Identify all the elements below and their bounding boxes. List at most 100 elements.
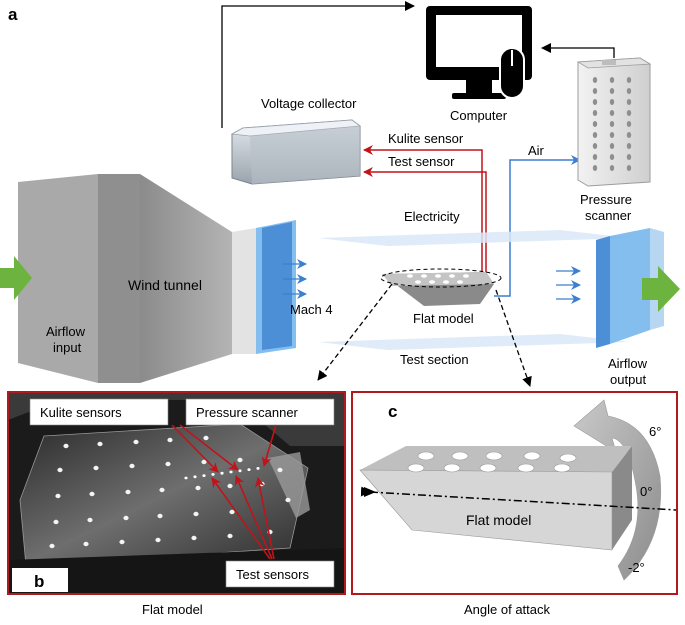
plate-port bbox=[125, 489, 131, 495]
scanner-port bbox=[592, 121, 598, 127]
wind-tunnel bbox=[18, 174, 296, 383]
plate-port bbox=[165, 461, 171, 467]
scanner-port bbox=[592, 143, 598, 149]
plate-port bbox=[191, 535, 197, 541]
plate-port bbox=[193, 511, 199, 517]
plate-port bbox=[184, 476, 188, 480]
model-port bbox=[429, 280, 435, 284]
axis-arrowhead bbox=[364, 487, 376, 497]
scanner-port bbox=[592, 132, 598, 138]
plate-port bbox=[133, 439, 139, 445]
scanner-port bbox=[626, 154, 632, 160]
block-port bbox=[407, 463, 425, 473]
block-port bbox=[417, 451, 435, 461]
test-sensor-arrow bbox=[363, 167, 487, 285]
zero-angle-axis bbox=[360, 486, 677, 511]
panel-b-caption: Flat model bbox=[142, 602, 203, 617]
scanner-port bbox=[609, 132, 615, 138]
plate-port bbox=[87, 517, 93, 523]
leader-to-panel-b bbox=[317, 283, 393, 381]
plate-port bbox=[97, 441, 103, 447]
test-section-upper-plane bbox=[318, 230, 630, 246]
plate-port bbox=[195, 485, 201, 491]
scanner-port bbox=[592, 88, 598, 94]
kulite-sensors-label: Kulite sensors bbox=[40, 405, 122, 420]
air-line bbox=[494, 155, 581, 297]
model-port bbox=[421, 274, 427, 278]
model-port bbox=[407, 274, 413, 278]
scanner-port bbox=[609, 88, 615, 94]
test-section-label: Test section bbox=[400, 352, 469, 367]
airflow-input-label-2: input bbox=[53, 340, 82, 355]
model-port bbox=[449, 274, 455, 278]
plate-port bbox=[83, 541, 89, 547]
airflow-input-label-1: Airflow bbox=[46, 324, 86, 339]
computer-icon bbox=[426, 6, 532, 99]
block-port bbox=[485, 451, 503, 461]
test-sensor-label: Test sensor bbox=[388, 154, 455, 169]
scanner-port bbox=[626, 110, 632, 116]
voltage-collector-box bbox=[230, 119, 362, 185]
airflow-output-arrow bbox=[642, 266, 680, 312]
plate-port bbox=[63, 443, 69, 449]
plate-port bbox=[277, 467, 283, 473]
plate-port bbox=[129, 463, 135, 469]
plate-port bbox=[238, 469, 242, 473]
plate-port bbox=[157, 513, 163, 519]
block-port bbox=[443, 463, 461, 473]
pressure-scanner-ports bbox=[592, 77, 632, 171]
model-port bbox=[415, 280, 421, 284]
test-sensors-callout bbox=[225, 560, 335, 588]
test-section-lower-plane bbox=[318, 334, 630, 350]
scanner-port bbox=[609, 77, 615, 83]
block-port bbox=[559, 453, 577, 463]
pressure-scanner-label-1: Pressure bbox=[580, 192, 632, 207]
plate-port bbox=[193, 475, 197, 479]
block-port bbox=[553, 463, 571, 473]
wind-tunnel-label: Wind tunnel bbox=[128, 277, 202, 293]
flat-model-block-label: Flat model bbox=[466, 512, 531, 528]
plate-port bbox=[123, 515, 129, 521]
flat-model-block-ports bbox=[407, 451, 577, 473]
pressure-scanner-callout bbox=[185, 398, 335, 426]
panel-c-letter: c bbox=[388, 402, 397, 421]
pressure-scanner-label-2: scanner bbox=[585, 208, 632, 223]
scanner-port bbox=[609, 99, 615, 105]
block-port bbox=[517, 463, 535, 473]
angle-neg-label: -2° bbox=[628, 560, 645, 575]
plate-port bbox=[229, 470, 233, 474]
scanner-port bbox=[626, 77, 632, 83]
panel-b-letter: b bbox=[34, 572, 44, 591]
block-port bbox=[479, 463, 497, 473]
plate-port bbox=[55, 493, 61, 499]
scanner-port bbox=[592, 165, 598, 171]
scanner-port bbox=[592, 77, 598, 83]
computer-label: Computer bbox=[450, 108, 508, 123]
scanner-port bbox=[592, 110, 598, 116]
scanner-port bbox=[609, 143, 615, 149]
kulite-sensor-label: Kulite sensor bbox=[388, 131, 464, 146]
test-sensors-label: Test sensors bbox=[236, 567, 309, 582]
plate-port bbox=[256, 467, 260, 470]
scanner-port bbox=[626, 143, 632, 149]
plate-port bbox=[119, 539, 125, 545]
plate-port bbox=[89, 491, 95, 497]
scanner-port bbox=[592, 154, 598, 160]
scanner-to-computer-arrow bbox=[541, 43, 615, 58]
plate-port bbox=[229, 509, 235, 515]
pressure-scanner-photo-label: Pressure scanner bbox=[196, 405, 299, 420]
plate-port bbox=[203, 435, 209, 441]
plate-port bbox=[155, 537, 161, 543]
leader-to-panel-c bbox=[495, 289, 532, 387]
block-port bbox=[523, 451, 541, 461]
panel-a-letter: a bbox=[8, 5, 18, 24]
panel-b bbox=[7, 391, 346, 595]
panel-c-caption: Angle of attack bbox=[464, 602, 550, 617]
model-port bbox=[457, 280, 463, 284]
plate-port bbox=[237, 457, 243, 463]
airflow-input-arrow bbox=[0, 256, 32, 300]
plate-port bbox=[49, 543, 55, 549]
flat-model-label: Flat model bbox=[413, 311, 474, 326]
airflow-output-label-2: output bbox=[610, 372, 647, 387]
